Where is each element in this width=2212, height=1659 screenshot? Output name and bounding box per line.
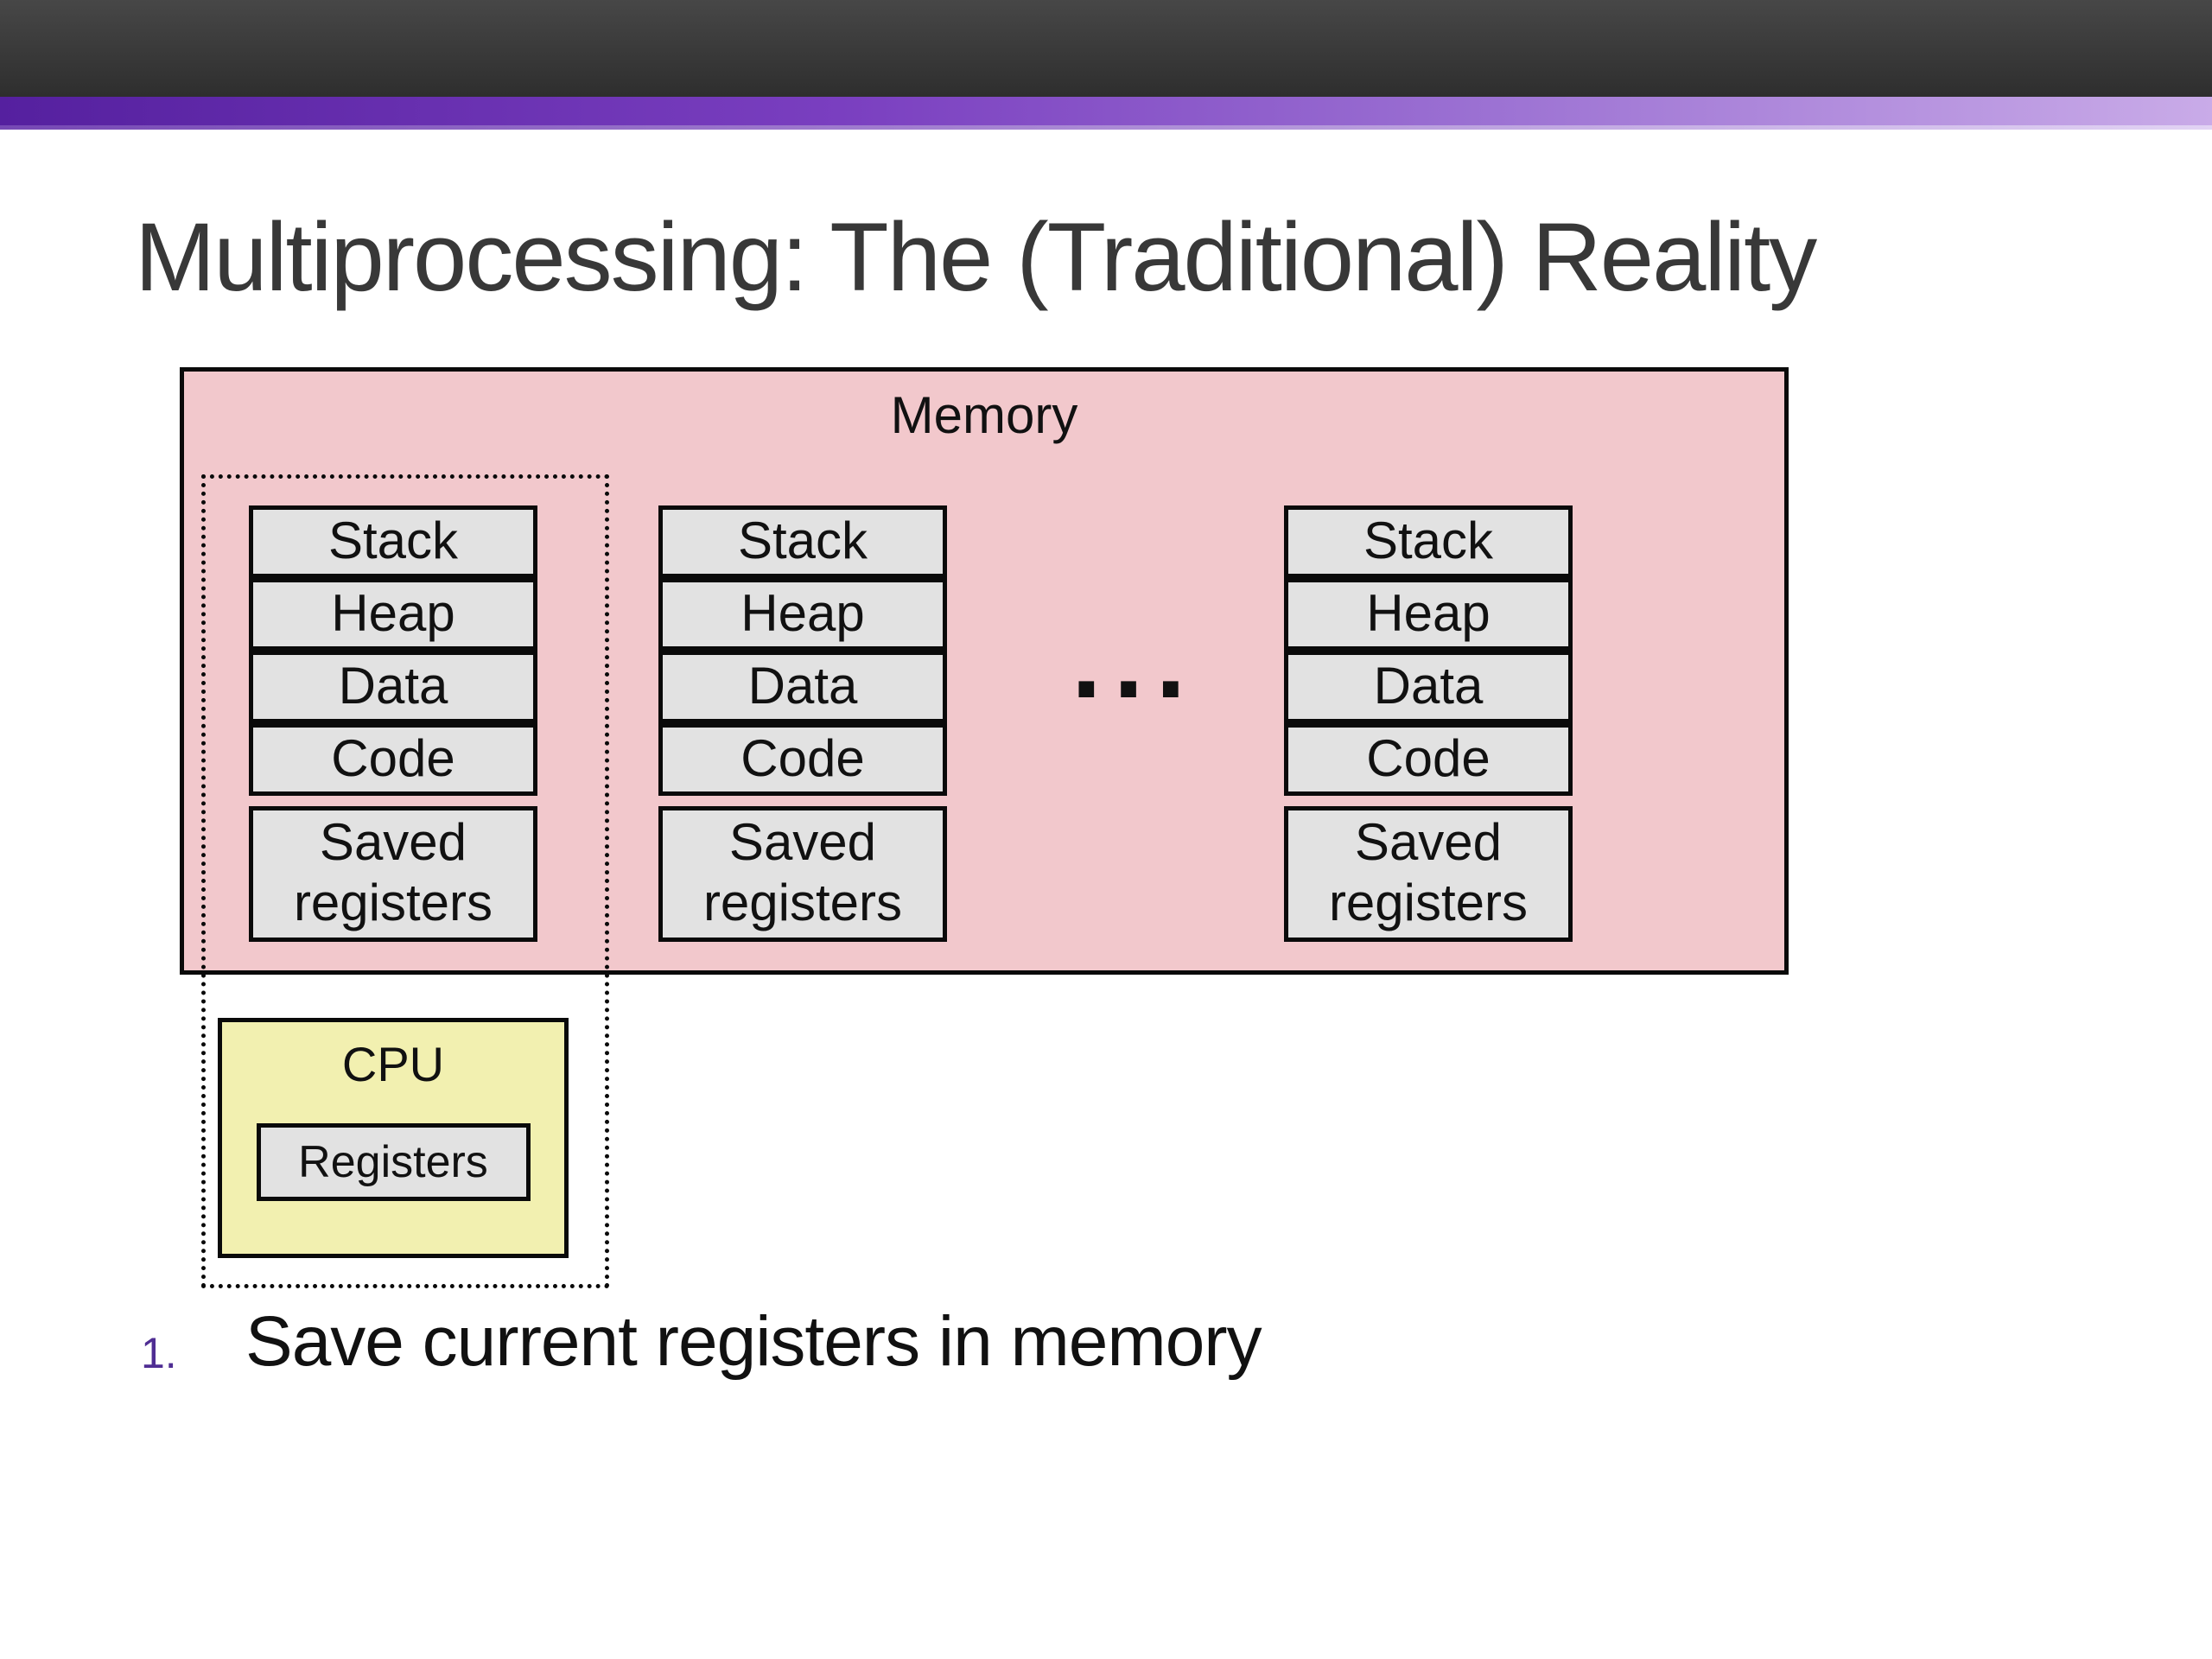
segment-stack: Stack	[249, 505, 537, 578]
segment-code: Code	[658, 723, 947, 796]
cpu-registers-box: Registers	[256, 1123, 531, 1201]
slide-title: Multiprocessing: The (Traditional) Reali…	[135, 203, 1817, 311]
segment-stack: Stack	[658, 505, 947, 578]
memory-label: Memory	[890, 386, 1078, 444]
step-text: Save current registers in memory	[245, 1302, 1262, 1381]
saved-registers-box: Saved registers	[249, 806, 537, 942]
segment-code: Code	[1284, 723, 1573, 796]
saved-registers-box: Saved registers	[658, 806, 947, 942]
segment-heap: Heap	[249, 578, 537, 651]
process-column-2: Stack Heap Data Code Saved registers	[658, 505, 947, 942]
saved-registers-box: Saved registers	[1284, 806, 1573, 942]
segment-heap: Heap	[658, 578, 947, 651]
segment-data: Data	[658, 651, 947, 723]
segment-heap: Heap	[1284, 578, 1573, 651]
cpu-box: CPU Registers	[218, 1018, 569, 1258]
active-process-dotted-outline	[201, 474, 609, 1288]
step-number: 1.	[141, 1329, 177, 1377]
segment-data: Data	[1284, 651, 1573, 723]
cpu-label: CPU	[341, 1037, 445, 1091]
process-column-3: Stack Heap Data Code Saved registers	[1284, 505, 1573, 942]
more-processes-ellipsis: ...	[1071, 601, 1198, 721]
slide-header-accent-stripe	[0, 97, 2212, 130]
process-column-1: Stack Heap Data Code Saved registers	[249, 505, 537, 942]
slide-header-dark-bar	[0, 0, 2212, 97]
segment-code: Code	[249, 723, 537, 796]
segment-stack: Stack	[1284, 505, 1573, 578]
segment-data: Data	[249, 651, 537, 723]
